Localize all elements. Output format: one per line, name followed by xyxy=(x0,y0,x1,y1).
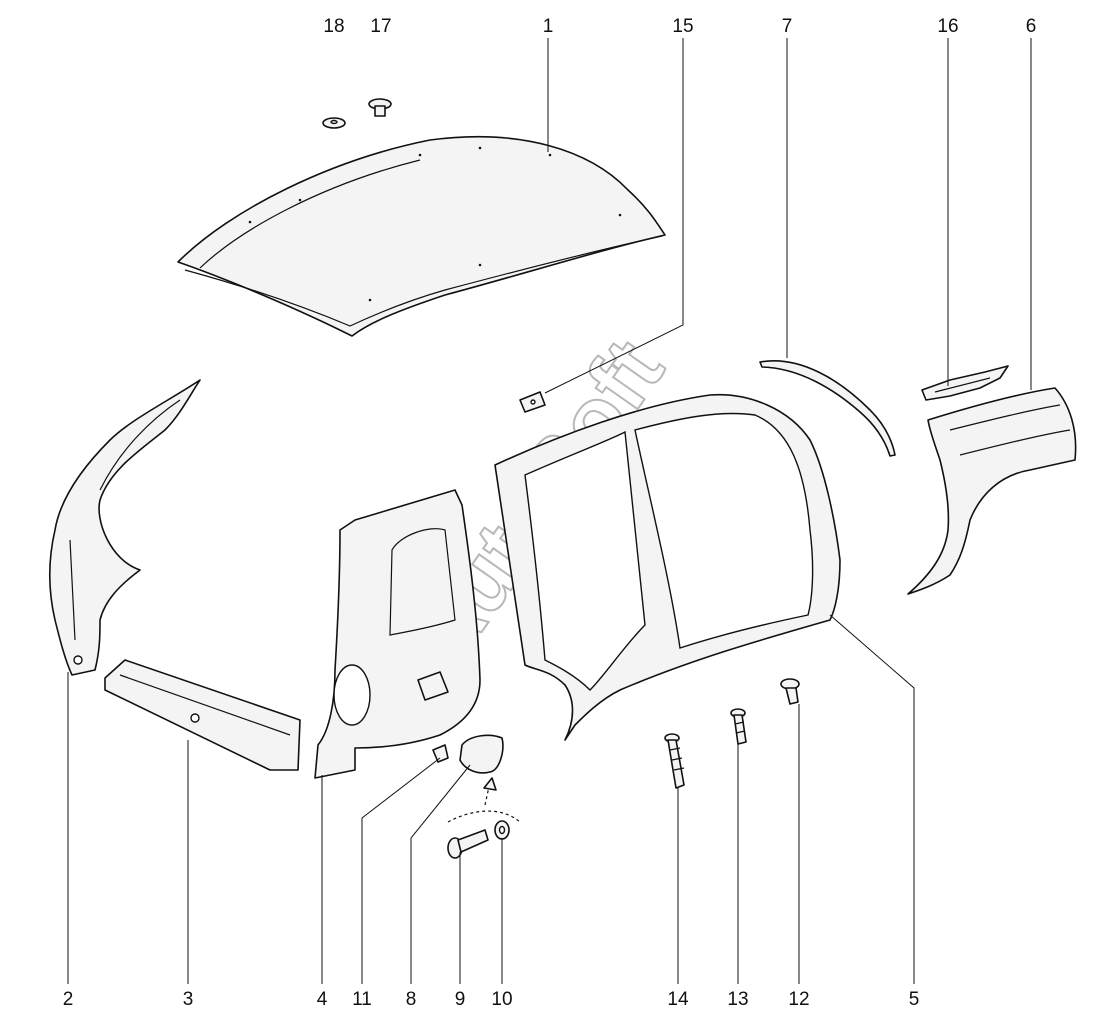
callout-17: 17 xyxy=(370,16,391,37)
callout-13: 13 xyxy=(727,989,748,1010)
part-16-reinforcement xyxy=(921,365,1009,401)
callout-6: 6 xyxy=(1026,16,1037,37)
part-12-clip xyxy=(780,678,800,705)
part-6-wheel-arch xyxy=(907,387,1077,595)
part-17-clip xyxy=(368,98,392,117)
callout-10: 10 xyxy=(491,989,512,1010)
callout-18: 18 xyxy=(323,16,344,37)
part-2-front-pillar xyxy=(48,379,201,676)
part-7-roof-rail xyxy=(759,360,896,457)
callout-16: 16 xyxy=(937,16,958,37)
leader-lines xyxy=(67,38,1032,984)
part-8-fuel-flap xyxy=(459,734,504,774)
callout-7: 7 xyxy=(782,16,793,37)
callout-4: 4 xyxy=(317,989,328,1010)
callout-2: 2 xyxy=(63,989,74,1010)
part-10-nut xyxy=(494,820,510,840)
part-14-screw xyxy=(664,733,685,789)
callout-3: 3 xyxy=(183,989,194,1010)
callout-15: 15 xyxy=(672,16,693,37)
part-4-quarter-panel xyxy=(314,489,481,779)
callout-8: 8 xyxy=(406,989,417,1010)
part-18-washer xyxy=(322,117,346,129)
part-3-cross-member xyxy=(104,659,301,771)
callout-1: 1 xyxy=(543,16,554,37)
assembly-arrow xyxy=(447,777,521,823)
callout-9: 9 xyxy=(455,989,466,1010)
part-1-roof-panel xyxy=(177,135,666,337)
callout-11: 11 xyxy=(352,989,372,1010)
part-9-bolt xyxy=(447,829,489,859)
callout-12: 12 xyxy=(788,989,809,1010)
part-5-side-frame xyxy=(494,393,841,741)
part-15-bracket xyxy=(519,391,546,413)
callout-5: 5 xyxy=(909,989,920,1010)
callout-14: 14 xyxy=(667,989,689,1010)
part-13-screw xyxy=(730,708,747,745)
part-11-plug xyxy=(432,744,449,763)
